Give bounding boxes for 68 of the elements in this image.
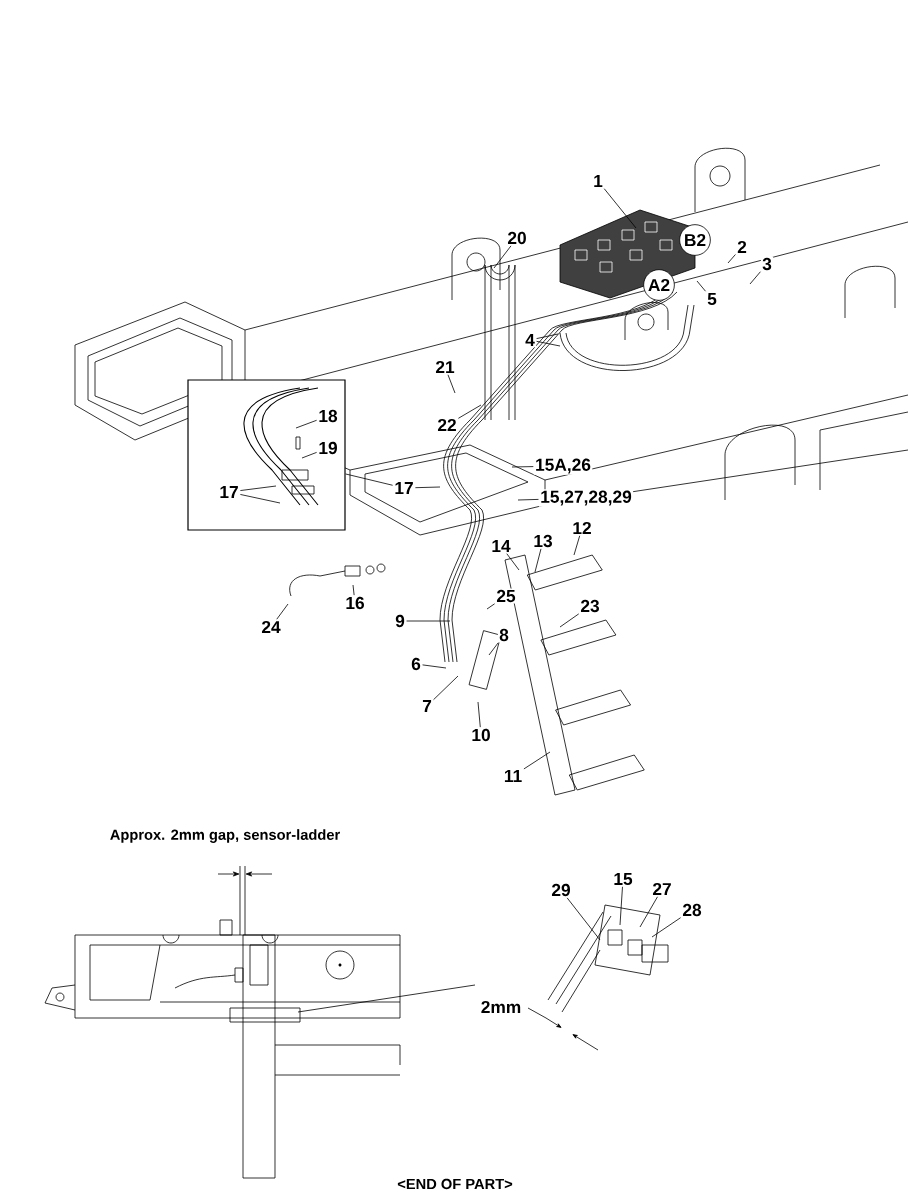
leader-line xyxy=(295,419,318,429)
callout-number: 6 xyxy=(409,656,423,672)
callout-number: 21 xyxy=(434,359,456,375)
callout-number: 14 xyxy=(490,538,512,554)
leader-line xyxy=(517,499,539,501)
leader-line xyxy=(345,473,394,486)
callout-number: 1 xyxy=(591,173,605,189)
leader-line xyxy=(506,553,520,571)
callout-number: 13 xyxy=(532,533,554,549)
callout-number: 11 xyxy=(502,768,524,784)
leader-line xyxy=(486,603,496,610)
callout-number: 12 xyxy=(571,520,593,536)
dimension-value: 2mm xyxy=(479,999,523,1015)
inset-frame xyxy=(187,379,346,531)
leader-line xyxy=(696,280,706,292)
callout-number: 9 xyxy=(393,613,407,629)
callout-number: 2 xyxy=(735,239,749,255)
callout-number: 15 xyxy=(612,871,634,887)
leader-line xyxy=(458,404,482,419)
leader-line xyxy=(477,701,481,728)
callout-number: 4 xyxy=(523,332,537,348)
leader-line xyxy=(536,340,561,347)
callout-number: 27 xyxy=(651,881,673,897)
leader-line xyxy=(301,452,318,459)
callout-number: 3 xyxy=(760,256,774,272)
callout-number: 7 xyxy=(420,698,434,714)
leader-line xyxy=(639,896,658,928)
leader-line xyxy=(536,333,559,339)
leader-line xyxy=(240,494,281,504)
leader-line xyxy=(727,254,736,264)
callout-number: 17 xyxy=(393,480,415,496)
callout-number: 16 xyxy=(344,595,366,611)
callout-number: 24 xyxy=(260,619,282,635)
leader-line xyxy=(559,613,580,628)
leader-line xyxy=(488,642,499,656)
leader-line xyxy=(651,917,682,938)
circled-label: A2 xyxy=(643,269,675,301)
leader-line xyxy=(240,485,277,491)
callout-number: 10 xyxy=(470,727,492,743)
callout-number: 29 xyxy=(550,882,572,898)
leader-line xyxy=(619,886,623,926)
leader-line xyxy=(603,188,637,229)
callout-number: 23 xyxy=(579,598,601,614)
leader-line xyxy=(511,466,534,468)
leader-line xyxy=(749,271,761,285)
callout-number: 15,27,28,29 xyxy=(538,489,634,507)
leader-line xyxy=(523,751,551,770)
leader-line xyxy=(493,245,512,269)
circled-label: B2 xyxy=(679,224,711,256)
leader-line xyxy=(534,548,542,573)
leader-line xyxy=(433,675,459,701)
leader-line xyxy=(447,374,456,394)
end-note: <END OF PART> xyxy=(395,1177,515,1191)
callout-number: 15A,26 xyxy=(533,457,593,475)
section-heading: Approx. 2mm gap, sensor-ladder xyxy=(108,827,342,845)
leader-line xyxy=(276,603,289,620)
callout-number: 22 xyxy=(436,417,458,433)
callout-number: 28 xyxy=(681,902,703,918)
leader-line xyxy=(566,897,601,941)
callout-number: 8 xyxy=(497,627,511,643)
leader-line xyxy=(422,664,447,669)
callout-number: 25 xyxy=(495,588,517,604)
callout-number: 20 xyxy=(506,230,528,246)
leader-line xyxy=(415,486,441,489)
leader-line xyxy=(352,584,355,596)
leader-line xyxy=(406,620,451,622)
callout-number: 5 xyxy=(705,291,719,307)
leader-line xyxy=(573,535,581,556)
